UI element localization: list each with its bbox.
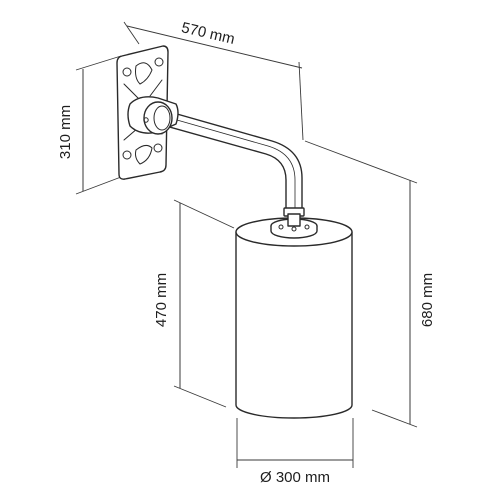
keyhole-bottom-left-icon: [122, 150, 132, 160]
diameter-label: Ø 300 mm: [260, 469, 330, 486]
bracket-height-extension-top: [75, 55, 122, 71]
bracket-hub-boss: [143, 101, 173, 135]
arm-reach-label: 570 mm: [180, 19, 237, 48]
dimension-bracket-height: 310 mm: [57, 55, 122, 195]
shade-height-extension-bottom: [173, 385, 227, 408]
cap-screw-right-icon: [304, 224, 310, 230]
cap-screw-center-icon: [291, 226, 297, 232]
keyhole-top-left-icon: [122, 67, 132, 77]
arm-reach-extension-right: [298, 61, 304, 141]
keyhole-top-right-icon: [154, 57, 164, 67]
bracket-height-label: 310 mm: [57, 105, 74, 159]
lamp-shade: [235, 213, 353, 419]
bracket-hub-ring: [153, 105, 171, 131]
bracket-cross-left: [123, 83, 141, 101]
dimension-shade-diameter: Ø 300 mm: [236, 418, 354, 486]
total-height-label: 680 mm: [419, 273, 436, 327]
total-height-extension-top: [304, 140, 418, 184]
arm-tube: [165, 111, 303, 213]
arm-reach-extension-left: [123, 21, 140, 45]
bracket-rib-bottom: [135, 144, 153, 165]
shade-stem: [287, 213, 301, 227]
dimension-total-height: 680 mm: [304, 140, 436, 428]
arm-reach-dimension-line: [126, 25, 303, 69]
keyhole-bottom-right-icon: [153, 143, 163, 153]
arm-tube-highlight: [169, 117, 296, 213]
bracket-screw-icon: [143, 117, 149, 123]
bracket-cross-right: [149, 79, 163, 97]
mounting-keyholes: [122, 57, 164, 160]
total-height-extension-bottom: [371, 409, 418, 428]
shade-cap-side: [270, 225, 318, 239]
shade-height-extension-top: [173, 199, 235, 229]
dimension-shade-height: 470 mm: [153, 199, 235, 408]
bracket-rib-top: [135, 62, 153, 85]
cap-screw-left-icon: [278, 224, 284, 230]
lamp-arm: [165, 111, 305, 217]
wall-bracket: [116, 45, 179, 180]
shade-body: [235, 231, 353, 419]
shade-height-label: 470 mm: [153, 273, 170, 327]
bracket-height-extension-bottom: [75, 176, 122, 195]
